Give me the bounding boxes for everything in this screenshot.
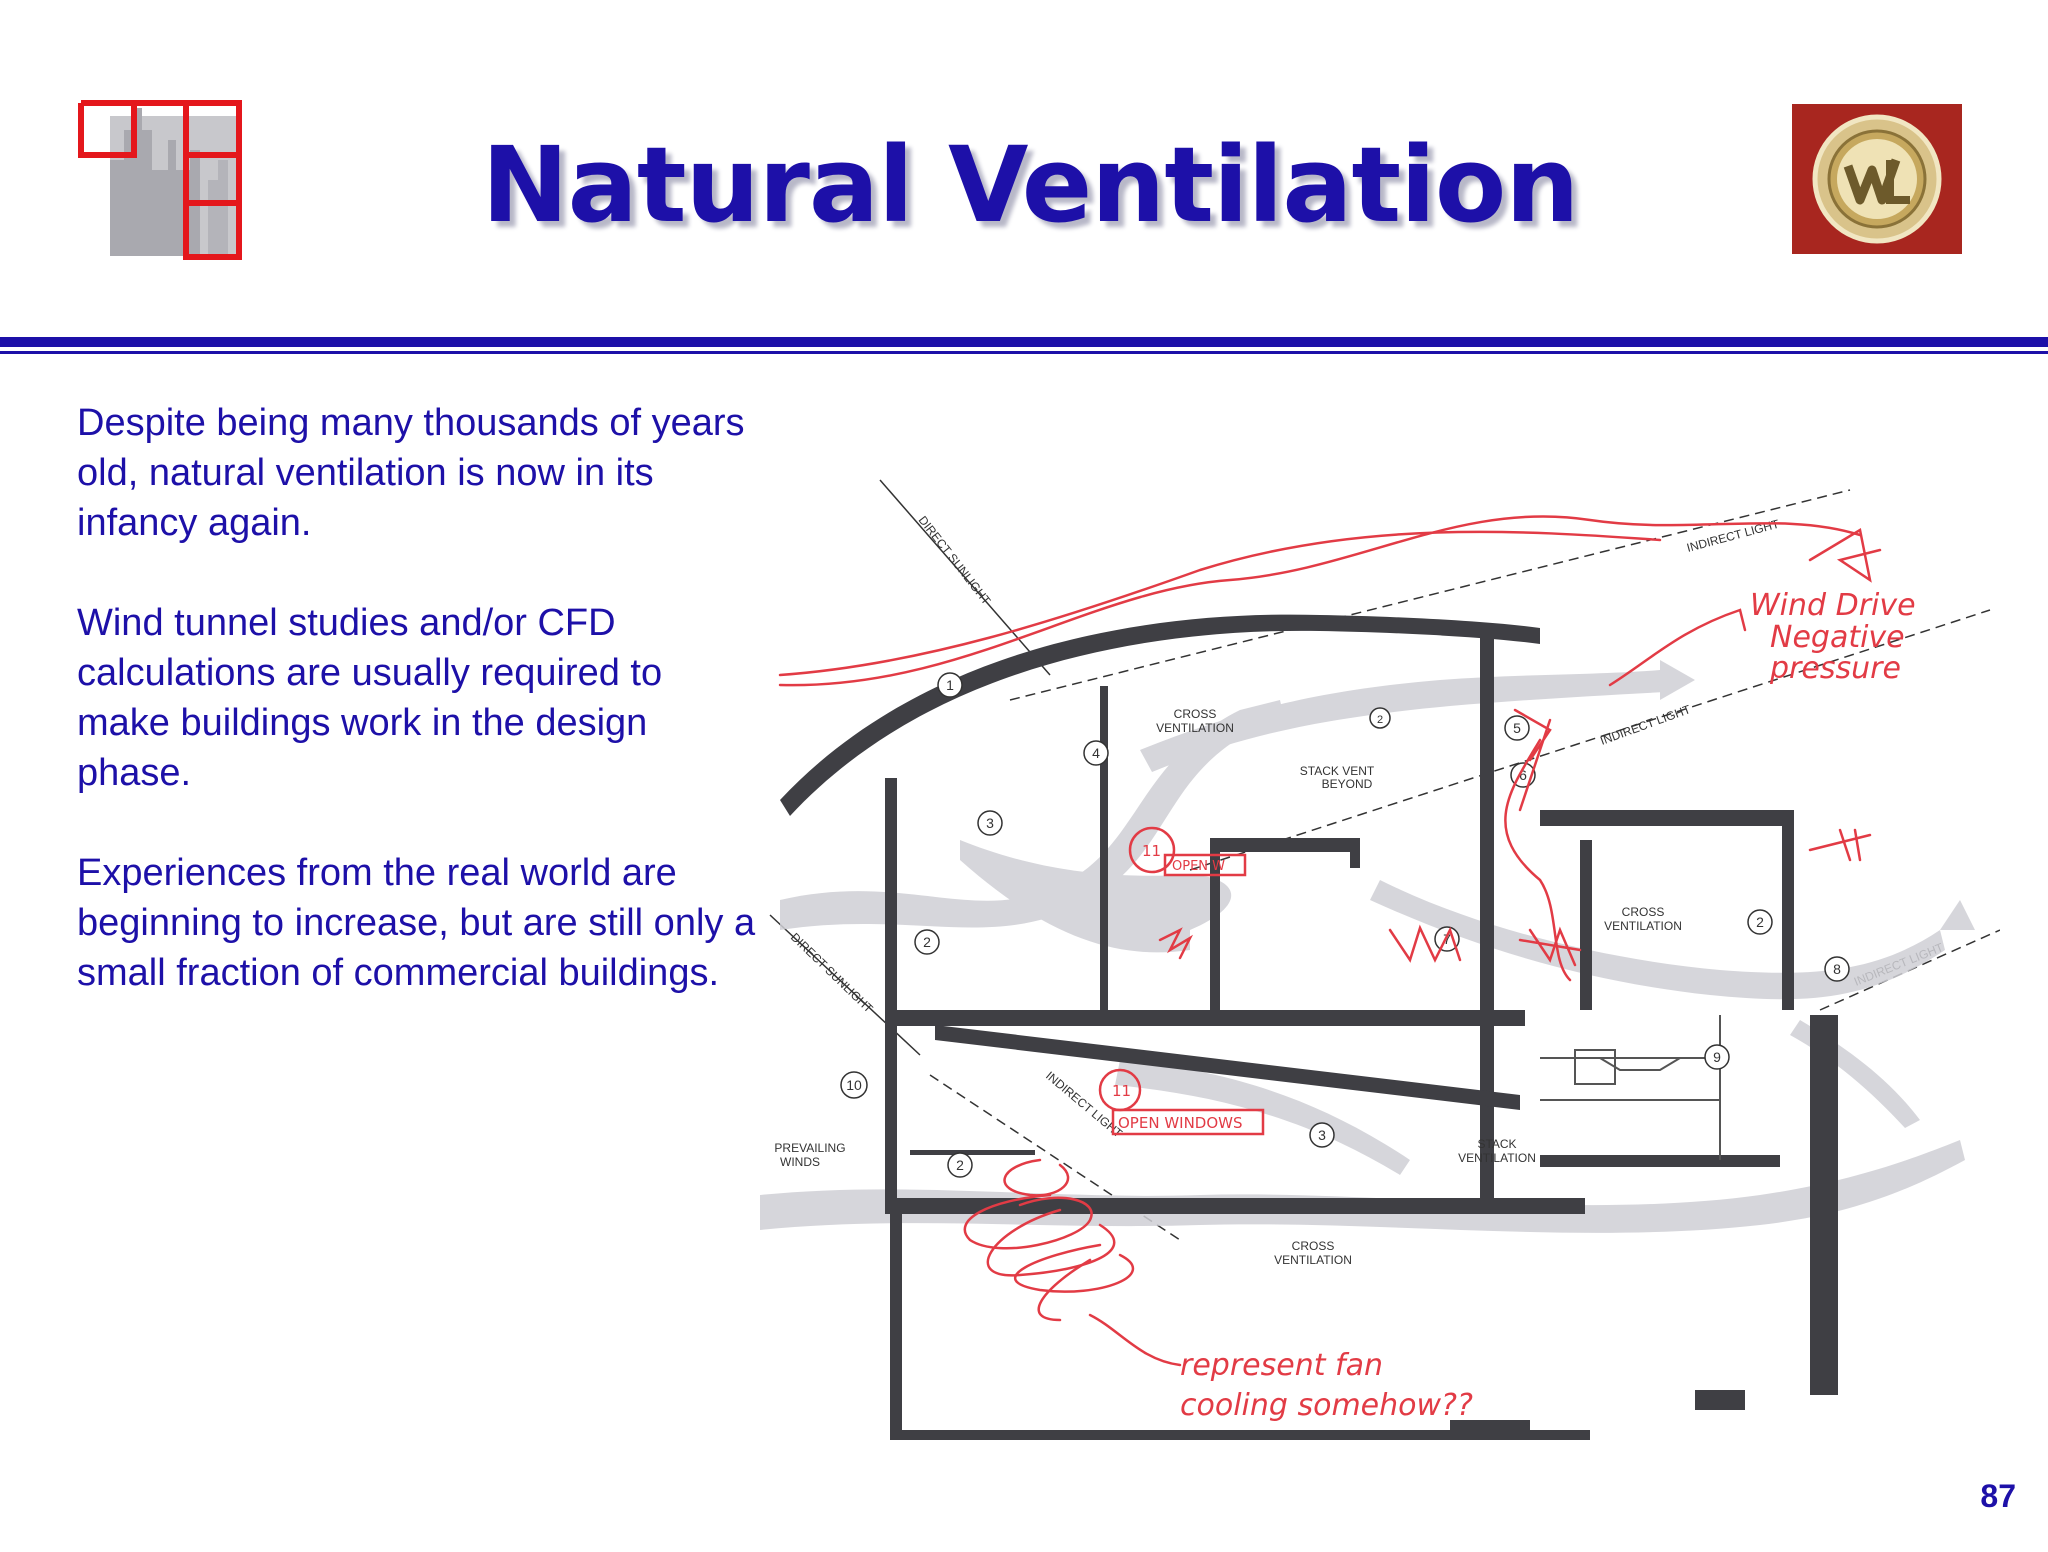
ventilation-section-diagram: DIRECT SUNLIGHT DIRECT SUNLIGHT INDIRECT… — [760, 479, 2000, 1440]
label-cross-ventilation-right-2: VENTILATION — [1604, 919, 1682, 933]
paragraph-history: Despite being many thousands of years ol… — [77, 402, 745, 544]
annotation-callout-11: 11 — [1142, 842, 1161, 860]
institution-logo-right — [1792, 104, 1962, 254]
annotation-open-window: OPEN W — [1172, 859, 1225, 874]
label-cross-ventilation-upper-2: VENTILATION — [1156, 721, 1234, 735]
callout-8: 8 — [1833, 961, 1841, 977]
callout-9: 9 — [1713, 1049, 1721, 1065]
duct-work — [1540, 1015, 1721, 1160]
callout-3: 3 — [986, 815, 994, 831]
label-prevailing-winds-2: WINDS — [780, 1155, 820, 1169]
building-structure — [780, 614, 1838, 1440]
annotation-represent-2: cooling somehow?? — [1180, 1388, 1473, 1423]
paragraph-experience: Experiences from the real world are begi… — [77, 852, 756, 994]
callout-2-right: 2 — [1756, 914, 1764, 930]
label-direct-sunlight-left: DIRECT SUNLIGHT — [788, 930, 876, 1016]
title-rule-thick — [0, 337, 2048, 347]
label-indirect-light-mid: INDIRECT LIGHT — [1598, 702, 1693, 748]
diagram-text-labels: CROSS VENTILATION STACK VENT BEYOND CROS… — [774, 707, 1681, 1267]
slide-title: Natural Ventilation — [481, 124, 1580, 246]
annotation-represent-1: represent fan — [1180, 1348, 1383, 1383]
label-stack-vent-beyond-2: BEYOND — [1322, 777, 1373, 791]
label-stack-ventilation-1: STACK — [1477, 1137, 1516, 1151]
annotation-wind-driven-1: Wind Drive — [1750, 588, 1916, 623]
label-cross-ventilation-right-1: CROSS — [1622, 905, 1665, 919]
red-markups — [778, 515, 1882, 1367]
label-stack-vent-beyond-1: STACK VENT — [1300, 764, 1375, 778]
callout-2-extra: 2 — [1377, 714, 1383, 726]
institution-logo-left — [78, 100, 242, 260]
annotation-open-windows: OPEN WINDOWS — [1118, 1114, 1243, 1132]
page-number: 87 — [1980, 1478, 2016, 1514]
callout-2-lower: 2 — [956, 1157, 964, 1173]
callout-10: 10 — [846, 1077, 862, 1093]
annotation-callout-11-lower: 11 — [1112, 1082, 1131, 1100]
callout-6: 6 — [1519, 767, 1527, 783]
callout-5: 5 — [1513, 720, 1521, 736]
callout-7: 7 — [1443, 931, 1451, 947]
red-annotation-text: Wind Drive Negative pressure OPEN W OPEN… — [1112, 588, 1916, 1423]
annotation-wind-driven-2: Negative — [1770, 620, 1905, 655]
callout-4: 4 — [1092, 745, 1100, 761]
callout-1: 1 — [946, 677, 954, 693]
paragraph-studies: Wind tunnel studies and/or CFD calculati… — [77, 602, 663, 794]
annotation-wind-driven-3: pressure — [1769, 651, 1901, 686]
label-cross-ventilation-lower-1: CROSS — [1292, 1239, 1335, 1253]
label-direct-sunlight-top: DIRECT SUNLIGHT — [916, 513, 994, 608]
callout-3-lower: 3 — [1318, 1127, 1326, 1143]
body-text: Despite being many thousands of years ol… — [77, 398, 757, 1048]
label-cross-ventilation-upper-1: CROSS — [1174, 707, 1217, 721]
label-stack-ventilation-2: VENTILATION — [1458, 1151, 1536, 1165]
callout-2: 2 — [923, 934, 931, 950]
label-prevailing-winds-1: PREVAILING — [774, 1141, 845, 1155]
label-cross-ventilation-lower-2: VENTILATION — [1274, 1253, 1352, 1267]
title-rule-thin — [0, 351, 2048, 354]
